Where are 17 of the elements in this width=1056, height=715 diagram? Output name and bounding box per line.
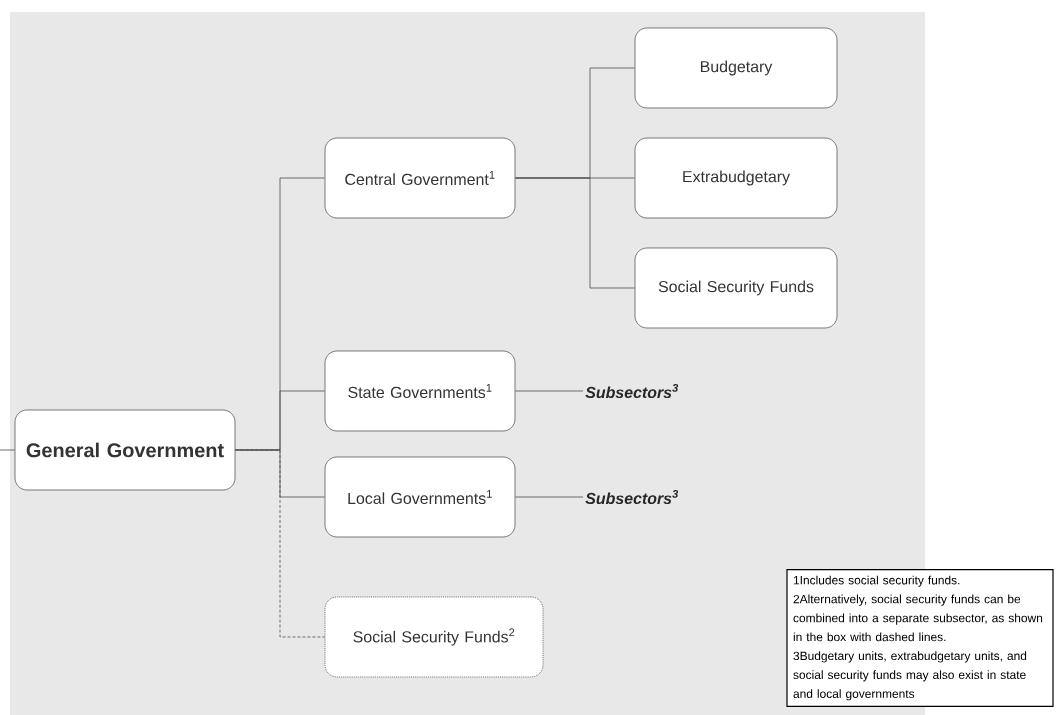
connector-line [515,496,584,498]
root-box: General Government [14,409,236,491]
connector-line [0,449,15,451]
dashed-box: Social Security Funds$^{2}$ [324,596,544,678]
subsectors-text: Subsectors$^{3}$ [585,383,679,399]
connector-line [235,449,325,498]
note-box: 1Includes social security funds. 2Alternatively, social security funds can be combined into a separate subsector, as shown in the box with dashed lines. 3Budgetary units, extrabudgetary units, and social security funds may also exist in state and local governments [786,569,1054,707]
sector-box: Central Government$^{1}$ [324,137,516,219]
connector-line [235,449,325,638]
connector-line [515,390,584,392]
sector-box: Budgetary [634,27,838,109]
sector-box: Extrabudgetary [634,137,838,219]
sector-box: State Governments$^{1}$ [324,350,516,432]
sector-box: Local Governments$^{1}$ [324,456,516,538]
connector-line [515,177,635,289]
sector-box: Social Security Funds [634,247,838,329]
subsectors-text: Subsectors$^{3}$ [585,489,679,505]
